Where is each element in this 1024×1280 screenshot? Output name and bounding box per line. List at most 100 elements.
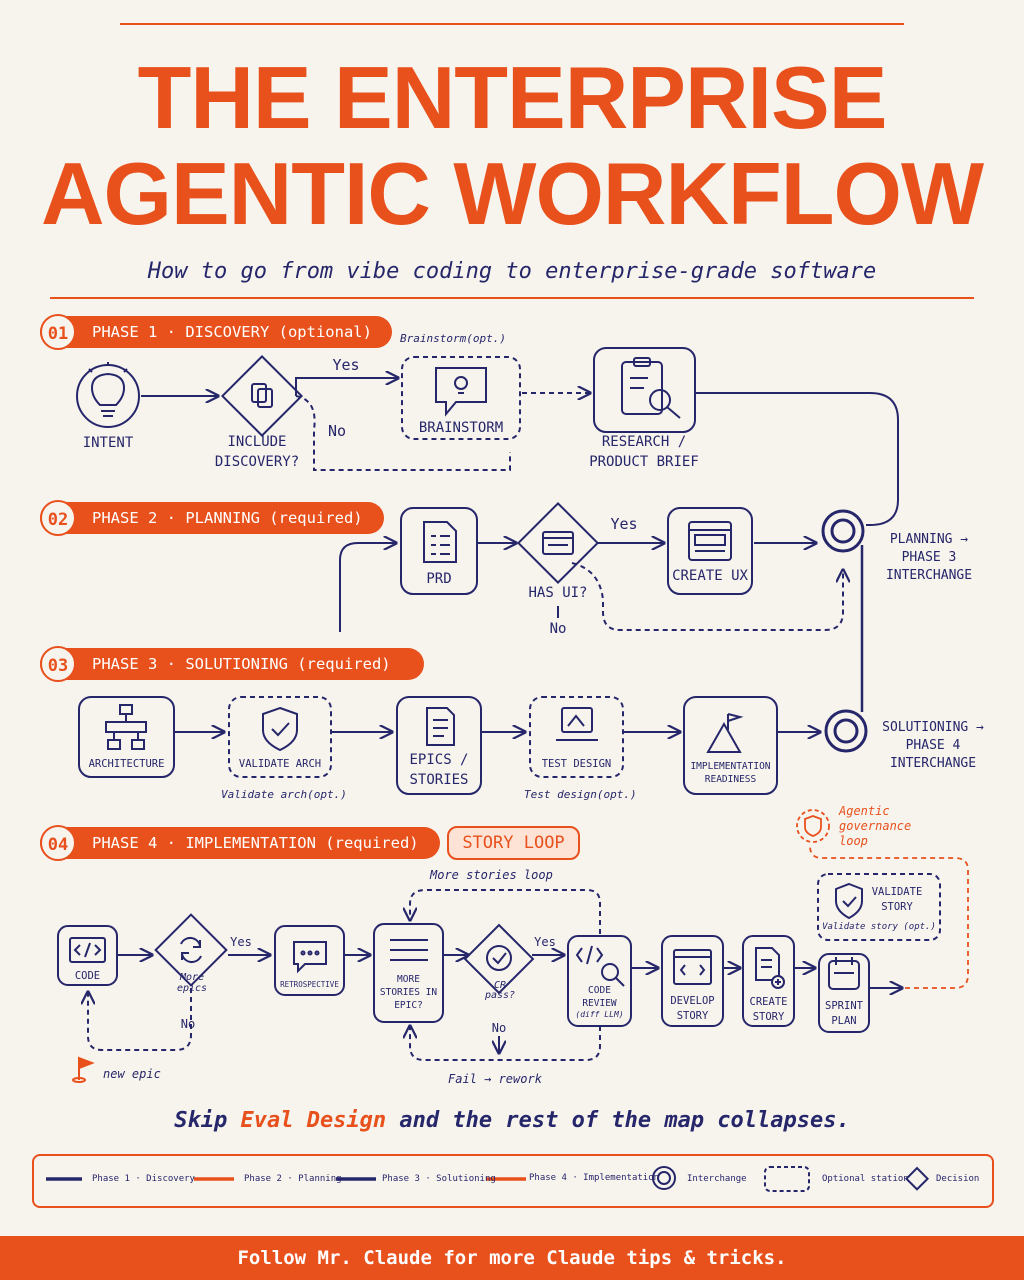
- cr-pass-label-1: CR: [493, 980, 507, 991]
- legend-decision-text: Decision: [936, 1174, 980, 1184]
- retrospective-label: RETROSPECTIVE: [280, 980, 339, 989]
- new-epic-label: new epic: [103, 1067, 161, 1081]
- copy-icon: [251, 383, 273, 408]
- create-story-station: [742, 935, 795, 1027]
- refresh-icon: [180, 936, 202, 964]
- impl-readiness-label-2: READINESS: [704, 774, 757, 785]
- create-story-label-2: STORY: [752, 1011, 785, 1023]
- code-review-label-2: REVIEW: [582, 998, 617, 1009]
- phase3-number: 03: [40, 646, 76, 682]
- test-design-label: TEST DESIGN: [541, 758, 612, 770]
- retrospective-station: [274, 925, 345, 996]
- page-title-line1: THE ENTERPRISE: [137, 48, 888, 147]
- legend-interchange-text: Interchange: [687, 1174, 747, 1184]
- page-title-line2: AGENTIC WORKFLOW: [40, 144, 984, 243]
- shield-icon: [262, 706, 298, 752]
- governance-label-1: Agentic: [839, 804, 890, 818]
- solutioning-interchange-label-2: PHASE 4: [905, 738, 961, 753]
- cr-pass-label-2: pass?: [484, 990, 516, 1001]
- top-rule: [120, 23, 904, 25]
- legend-decision-icon: [904, 1166, 930, 1191]
- brainstorm-station: [401, 356, 521, 440]
- lightbulb-icon: [88, 362, 128, 417]
- develop-story-station: [661, 935, 724, 1027]
- phase4-pill: PHASE 4 · IMPLEMENTATION (required): [40, 827, 440, 859]
- more-stories-label-2: STORIES IN: [379, 987, 438, 998]
- develop-story-label-2: STORY: [676, 1010, 709, 1022]
- code-station: [57, 925, 118, 986]
- fail-rework-label: Fail → rework: [448, 1072, 542, 1086]
- solutioning-interchange-label-3: INTERCHANGE: [889, 756, 977, 771]
- has-ui-yes: Yes: [610, 515, 638, 533]
- sprint-plan-station: [818, 953, 870, 1033]
- tagline-highlight: Eval Design: [240, 1108, 387, 1133]
- more-epics-decision: [154, 913, 228, 987]
- validate-arch-note: Validate arch(opt.): [221, 788, 347, 801]
- code-review-label-1: CODE: [588, 985, 611, 996]
- laptop-icon: [556, 707, 598, 741]
- epics-label-2: STORIES: [409, 772, 469, 788]
- legend-phase2-text: Phase 2 · Planning: [244, 1174, 342, 1184]
- include-discovery-label-1: INCLUDE: [227, 434, 287, 450]
- code-icon: [69, 937, 106, 963]
- planning-interchange: [821, 509, 865, 553]
- has-ui-decision: [516, 501, 600, 585]
- include-discovery-decision: [220, 354, 304, 438]
- prd-label: PRD: [426, 571, 452, 587]
- tagline-post: and the rest of the map collapses.: [386, 1108, 850, 1133]
- code-review-icon: [575, 945, 625, 987]
- tagline-pre: Skip: [174, 1108, 241, 1133]
- legend-phase1-text: Phase 1 · Discovery: [92, 1174, 195, 1184]
- code-review-label-3: (diff LLM): [575, 1010, 624, 1019]
- legend-optional-icon: [764, 1166, 810, 1192]
- phase2-pill: PHASE 2 · PLANNING (required): [40, 502, 384, 534]
- architecture-station: [78, 696, 175, 778]
- flag-icon: [72, 1056, 95, 1083]
- has-ui-no: No: [549, 621, 567, 637]
- more-stories-label-3: EPIC?: [394, 1000, 423, 1011]
- cr-pass-decision: [463, 923, 535, 995]
- phase3-pill: PHASE 3 · SOLUTIONING (required): [40, 648, 424, 680]
- discovery-no: No: [327, 422, 347, 440]
- test-design-note: Test design(opt.): [524, 788, 637, 801]
- create-story-label-1: CREATE: [749, 996, 788, 1008]
- validate-story-shield-icon: [835, 882, 863, 920]
- research-label-2: PRODUCT BRIEF: [589, 454, 699, 470]
- governance-icon: [796, 809, 830, 843]
- cr-pass-no: No: [491, 1021, 507, 1035]
- tagline: Skip Eval Design and the rest of the map…: [0, 1108, 1024, 1133]
- develop-icon: [673, 949, 712, 985]
- more-stories-station: [373, 923, 444, 1023]
- add-document-icon: [755, 947, 785, 989]
- solutioning-interchange-label-1: SOLUTIONING →: [882, 720, 984, 735]
- validate-story-label-1: VALIDATE: [871, 886, 923, 898]
- intent-label: INTENT: [82, 435, 134, 451]
- cr-pass-yes: Yes: [534, 935, 556, 949]
- more-epics-label-2: epics: [176, 983, 208, 994]
- legend-phase4-text: Phase 4 · Implementation: [529, 1173, 660, 1183]
- develop-story-label-1: DEVELOP: [670, 995, 715, 1007]
- more-stories-label-1: MORE: [397, 974, 420, 985]
- research-label-1: RESEARCH /: [601, 434, 687, 450]
- governance-label-2: governance: [839, 819, 912, 833]
- code-label: CODE: [74, 970, 101, 982]
- more-epics-no: No: [180, 1017, 196, 1031]
- phase2-number: 02: [40, 500, 76, 536]
- epics-label-1: EPICS /: [409, 752, 469, 768]
- more-epics-yes: Yes: [230, 935, 252, 949]
- flowchart-icon: [105, 704, 147, 750]
- footer-banner: Follow Mr. Claude for more Claude tips &…: [0, 1236, 1024, 1280]
- validate-arch-station: [228, 696, 332, 778]
- validate-arch-label: VALIDATE ARCH: [238, 758, 322, 770]
- phase1-number: 01: [40, 314, 76, 350]
- list-icon: [390, 939, 428, 961]
- has-ui-label: HAS UI?: [528, 585, 588, 601]
- planning-interchange-label-1: PLANNING →: [889, 532, 969, 547]
- chat-icon: [293, 941, 327, 974]
- sprint-plan-label-2: PLAN: [831, 1015, 857, 1027]
- governance-label-3: loop: [839, 834, 868, 848]
- impl-readiness-label-1: IMPLEMENTATION: [690, 761, 771, 772]
- more-stories-loop-label: More stories loop: [430, 868, 553, 882]
- browser-icon: [542, 531, 574, 555]
- discovery-yes: Yes: [332, 356, 360, 374]
